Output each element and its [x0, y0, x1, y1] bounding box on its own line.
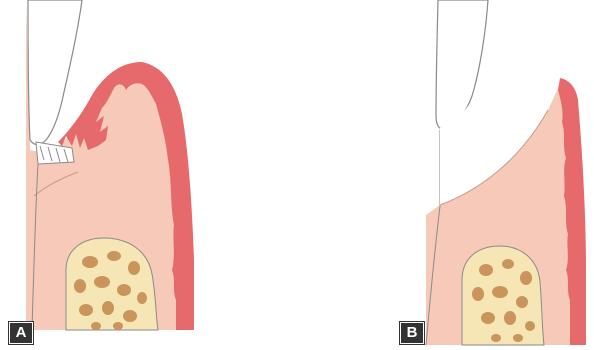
- panel-a-label: A: [9, 322, 33, 344]
- panel-b-drawing: [426, 0, 586, 345]
- panel-a-tooth: [28, 0, 82, 145]
- panel-a-drawing: [26, 0, 194, 330]
- panel-b-label: B: [400, 322, 424, 344]
